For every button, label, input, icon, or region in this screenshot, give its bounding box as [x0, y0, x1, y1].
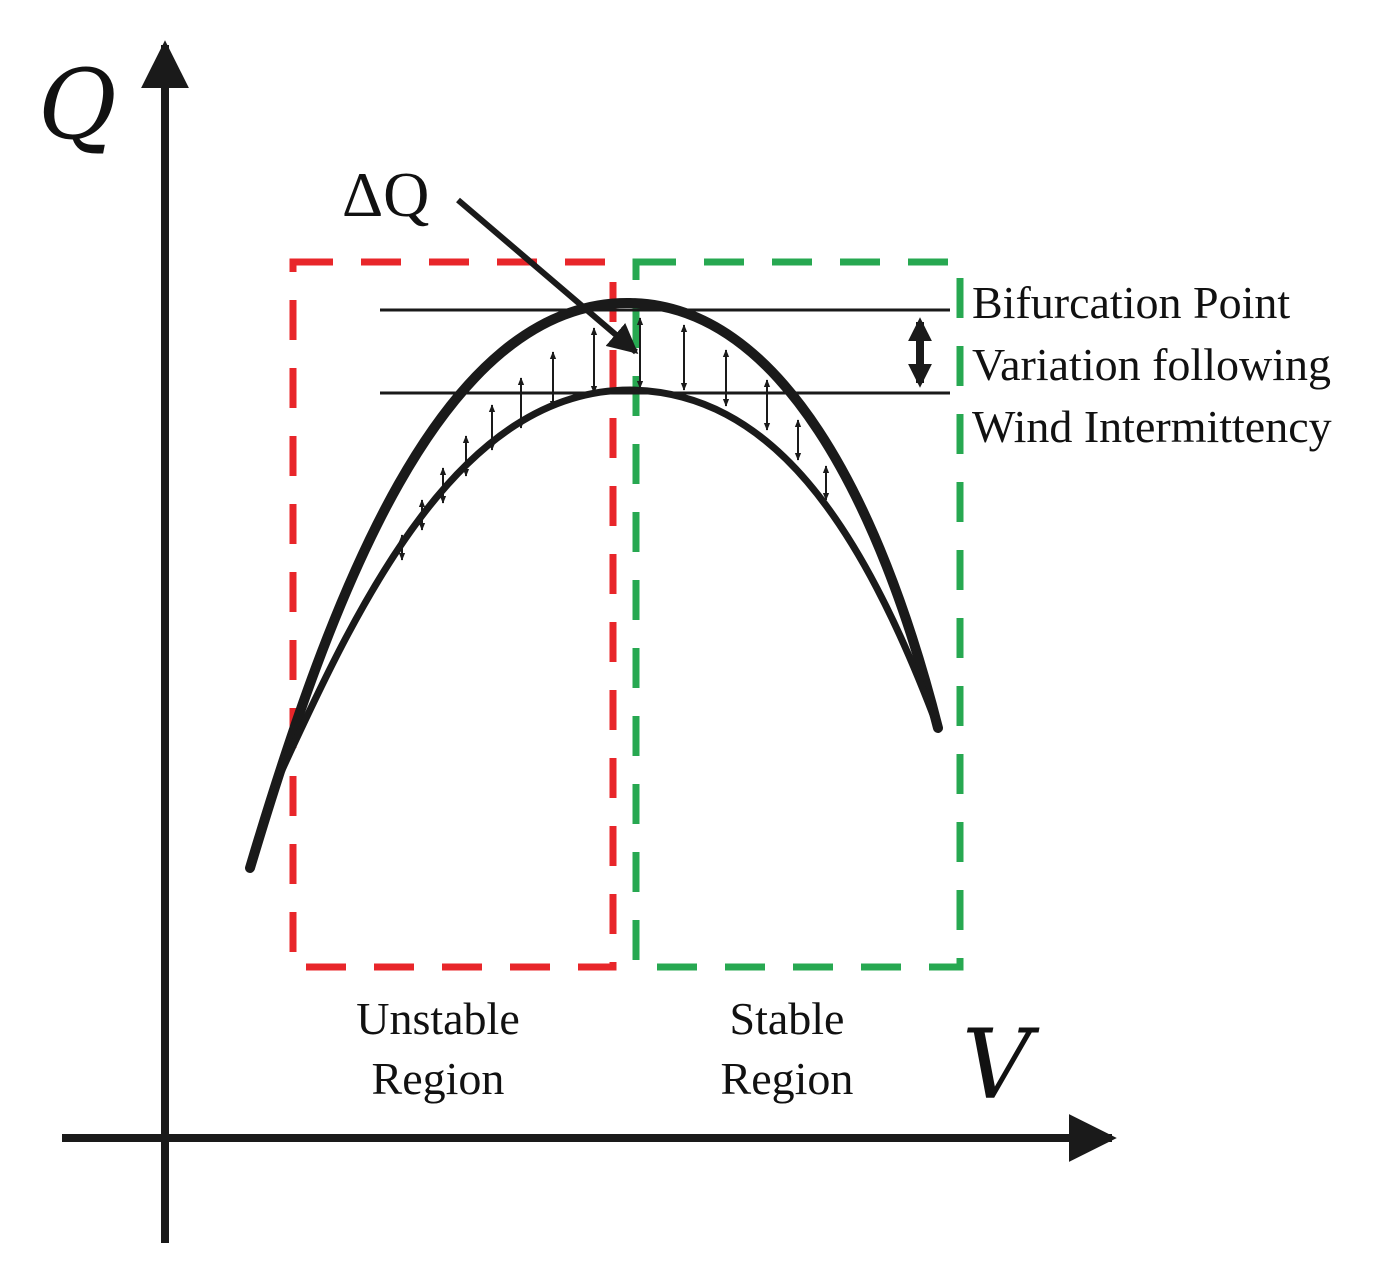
lower-curve	[278, 386, 942, 774]
x-axis-label: V	[962, 1009, 1040, 1121]
y-axis-label: Q	[38, 49, 117, 161]
stable-region-box	[632, 258, 964, 971]
delta-q-label: ΔQ	[342, 159, 429, 230]
bifurcation-text-line-1: Bifurcation Point	[972, 277, 1290, 328]
bifurcation-text-line-2: Variation following	[972, 339, 1331, 390]
stable-region-label-line-2: Region	[721, 1053, 854, 1104]
variation-arrows	[398, 317, 830, 561]
unstable-region-box	[289, 258, 617, 971]
unstable-region-label-line-2: Region	[372, 1053, 505, 1104]
delta-q-pointer-arrow	[456, 197, 639, 355]
stable-region-label-line-1: Stable	[730, 993, 845, 1044]
upper-curve	[245, 297, 943, 873]
unstable-region-label-line-1: Unstable	[356, 993, 520, 1044]
bifurcation-text-line-3: Wind Intermittency	[972, 401, 1332, 452]
